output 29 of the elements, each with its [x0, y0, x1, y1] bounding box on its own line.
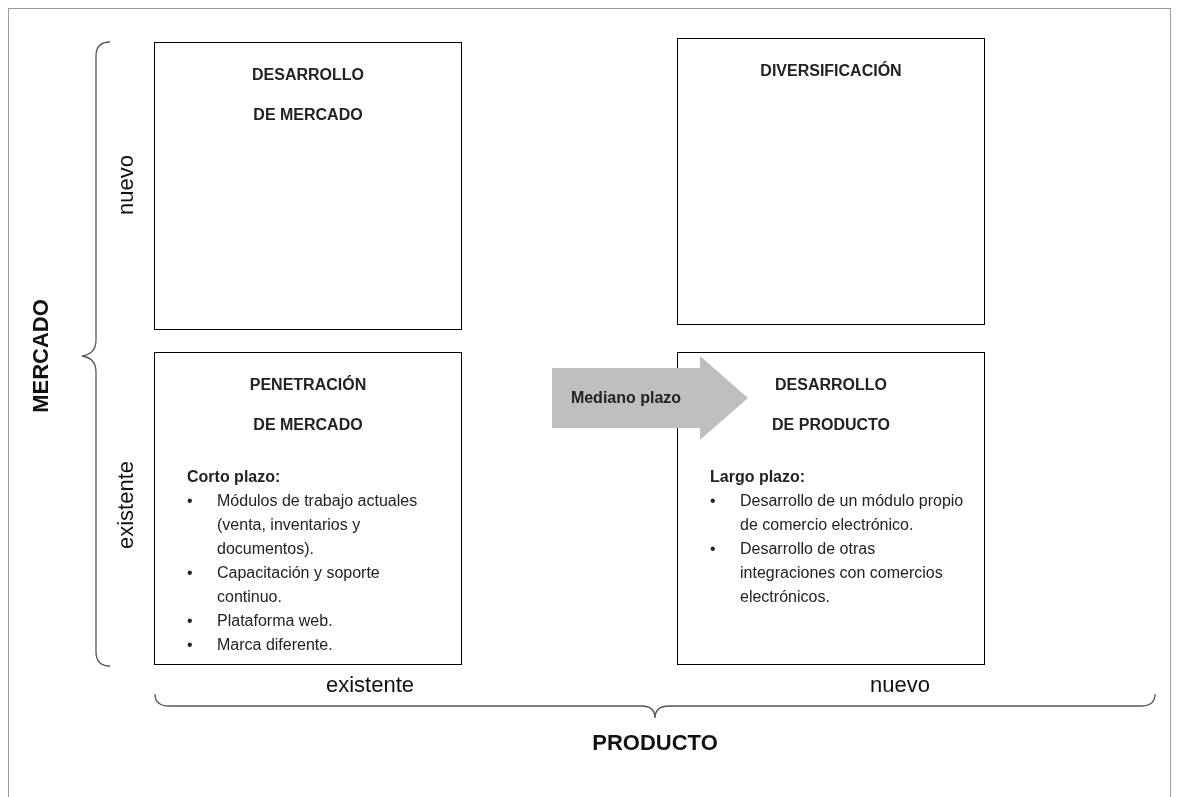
bullet-item: Plataforma web.: [217, 611, 333, 631]
term-heading: Largo plazo:: [710, 467, 807, 487]
bullet-item: Marca diferente.: [217, 635, 333, 655]
quadrant-heading: DESARROLLO DE MERCADO: [251, 65, 365, 125]
axis-label: existente: [325, 670, 415, 699]
axis-label: PRODUCTO: [592, 728, 718, 757]
quadrant-heading: DIVERSIFICACIÓN: [759, 60, 903, 81]
quadrant-heading: PENETRACIÓN DE MERCADO: [248, 374, 368, 435]
axis-label: nuevo: [870, 670, 930, 699]
axis-label: nuevo: [111, 155, 139, 215]
bullet-mark: •: [187, 635, 194, 655]
quadrant-box: [677, 38, 985, 325]
block-arrow: [552, 356, 748, 440]
bullet-item: Desarrollo de un módulo propio de comercio electrónico.: [740, 491, 965, 535]
quadrant-box: [154, 42, 462, 330]
bullet-item: Módulos de trabajo actuales (venta, inventarios y documentos).: [217, 491, 419, 559]
bullet-item: Capacitación y soporte continuo.: [217, 563, 381, 607]
bullet-mark: •: [710, 491, 717, 511]
bullet-item: Desarrollo de otras integraciones con comercios electrónicos.: [740, 539, 944, 607]
axis-label: existente: [111, 460, 139, 550]
bullet-mark: •: [187, 611, 194, 631]
quadrant-heading: DESARROLLO DE PRODUCTO: [771, 375, 891, 435]
bullet-mark: •: [187, 563, 194, 583]
axis-label: MERCADO: [26, 299, 54, 413]
edge-label: Mediano plazo: [570, 388, 682, 408]
quadrant-box: [154, 352, 462, 665]
bullet-mark: •: [710, 539, 717, 559]
term-heading: Corto plazo:: [187, 467, 282, 487]
bullet-mark: •: [187, 491, 194, 511]
